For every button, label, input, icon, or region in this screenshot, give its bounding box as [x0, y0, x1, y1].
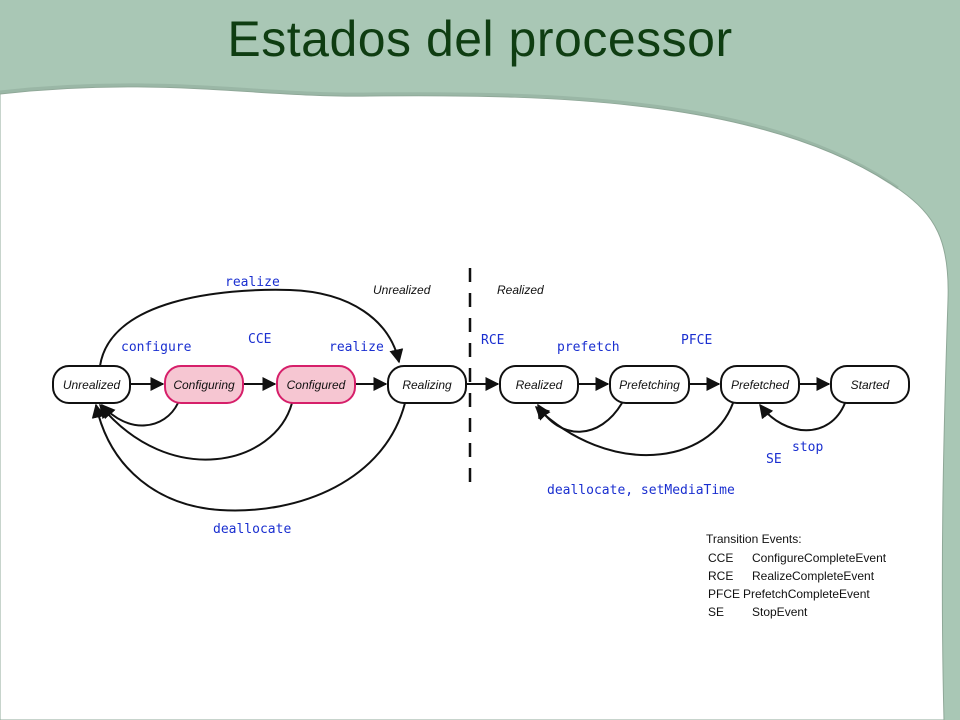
state-prefetched: Prefetched — [720, 365, 800, 404]
legend-title: Transition Events: — [706, 532, 802, 546]
state-realized: Realized — [499, 365, 579, 404]
event-cce: CCE — [248, 332, 271, 347]
event-se: SE — [766, 452, 782, 467]
region-label-realized: Realized — [497, 283, 544, 297]
event-rce: RCE — [481, 333, 504, 348]
arc-realizing-back — [91, 402, 406, 512]
content-panel — [0, 86, 949, 720]
state-prefetching: Prefetching — [609, 365, 690, 404]
legend-abbr: SE — [708, 605, 724, 619]
arc-realize-top — [99, 288, 404, 367]
legend: Transition Events: CCE ConfigureComplete… — [706, 532, 887, 619]
arc-prefetched-back — [534, 402, 734, 457]
state-started-label: Started — [851, 378, 890, 392]
legend-desc: PrefetchCompleteEvent — [743, 587, 870, 601]
legend-abbr: PFCE — [708, 587, 740, 601]
event-prefetch: prefetch — [557, 340, 620, 355]
region-label-unrealized: Unrealized — [373, 283, 431, 297]
slide-title: Estados del processor — [227, 11, 733, 67]
state-realizing-label: Realizing — [402, 378, 452, 392]
event-configure: configure — [121, 340, 192, 355]
state-unrealized: Unrealized — [52, 365, 131, 404]
panel-edge-shadow — [0, 83, 899, 190]
state-realizing: Realizing — [387, 365, 467, 404]
state-prefetching-label: Prefetching — [619, 378, 680, 392]
state-prefetched-label: Prefetched — [731, 378, 789, 392]
state-configured: Configured — [276, 365, 356, 404]
state-configured-label: Configured — [287, 378, 346, 392]
event-deallocate-setmediatime: deallocate, setMediaTime — [547, 483, 735, 498]
state-realized-label: Realized — [516, 378, 563, 392]
arc-configured-back — [99, 402, 293, 461]
legend-desc: StopEvent — [752, 605, 808, 619]
state-configuring-label: Configuring — [173, 378, 235, 392]
state-started: Started — [830, 365, 910, 404]
state-configuring: Configuring — [164, 365, 244, 404]
legend-abbr: RCE — [708, 569, 733, 583]
event-stop: stop — [792, 440, 823, 455]
event-pfce: PFCE — [681, 333, 712, 348]
legend-abbr: CCE — [708, 551, 733, 565]
legend-desc: ConfigureCompleteEvent — [752, 551, 887, 565]
event-deallocate: deallocate — [213, 522, 291, 537]
arc-started-back — [759, 402, 846, 432]
event-realize: realize — [329, 340, 384, 355]
state-unrealized-label: Unrealized — [63, 378, 121, 392]
legend-desc: RealizeCompleteEvent — [752, 569, 875, 583]
event-realize-top: realize — [225, 275, 280, 290]
